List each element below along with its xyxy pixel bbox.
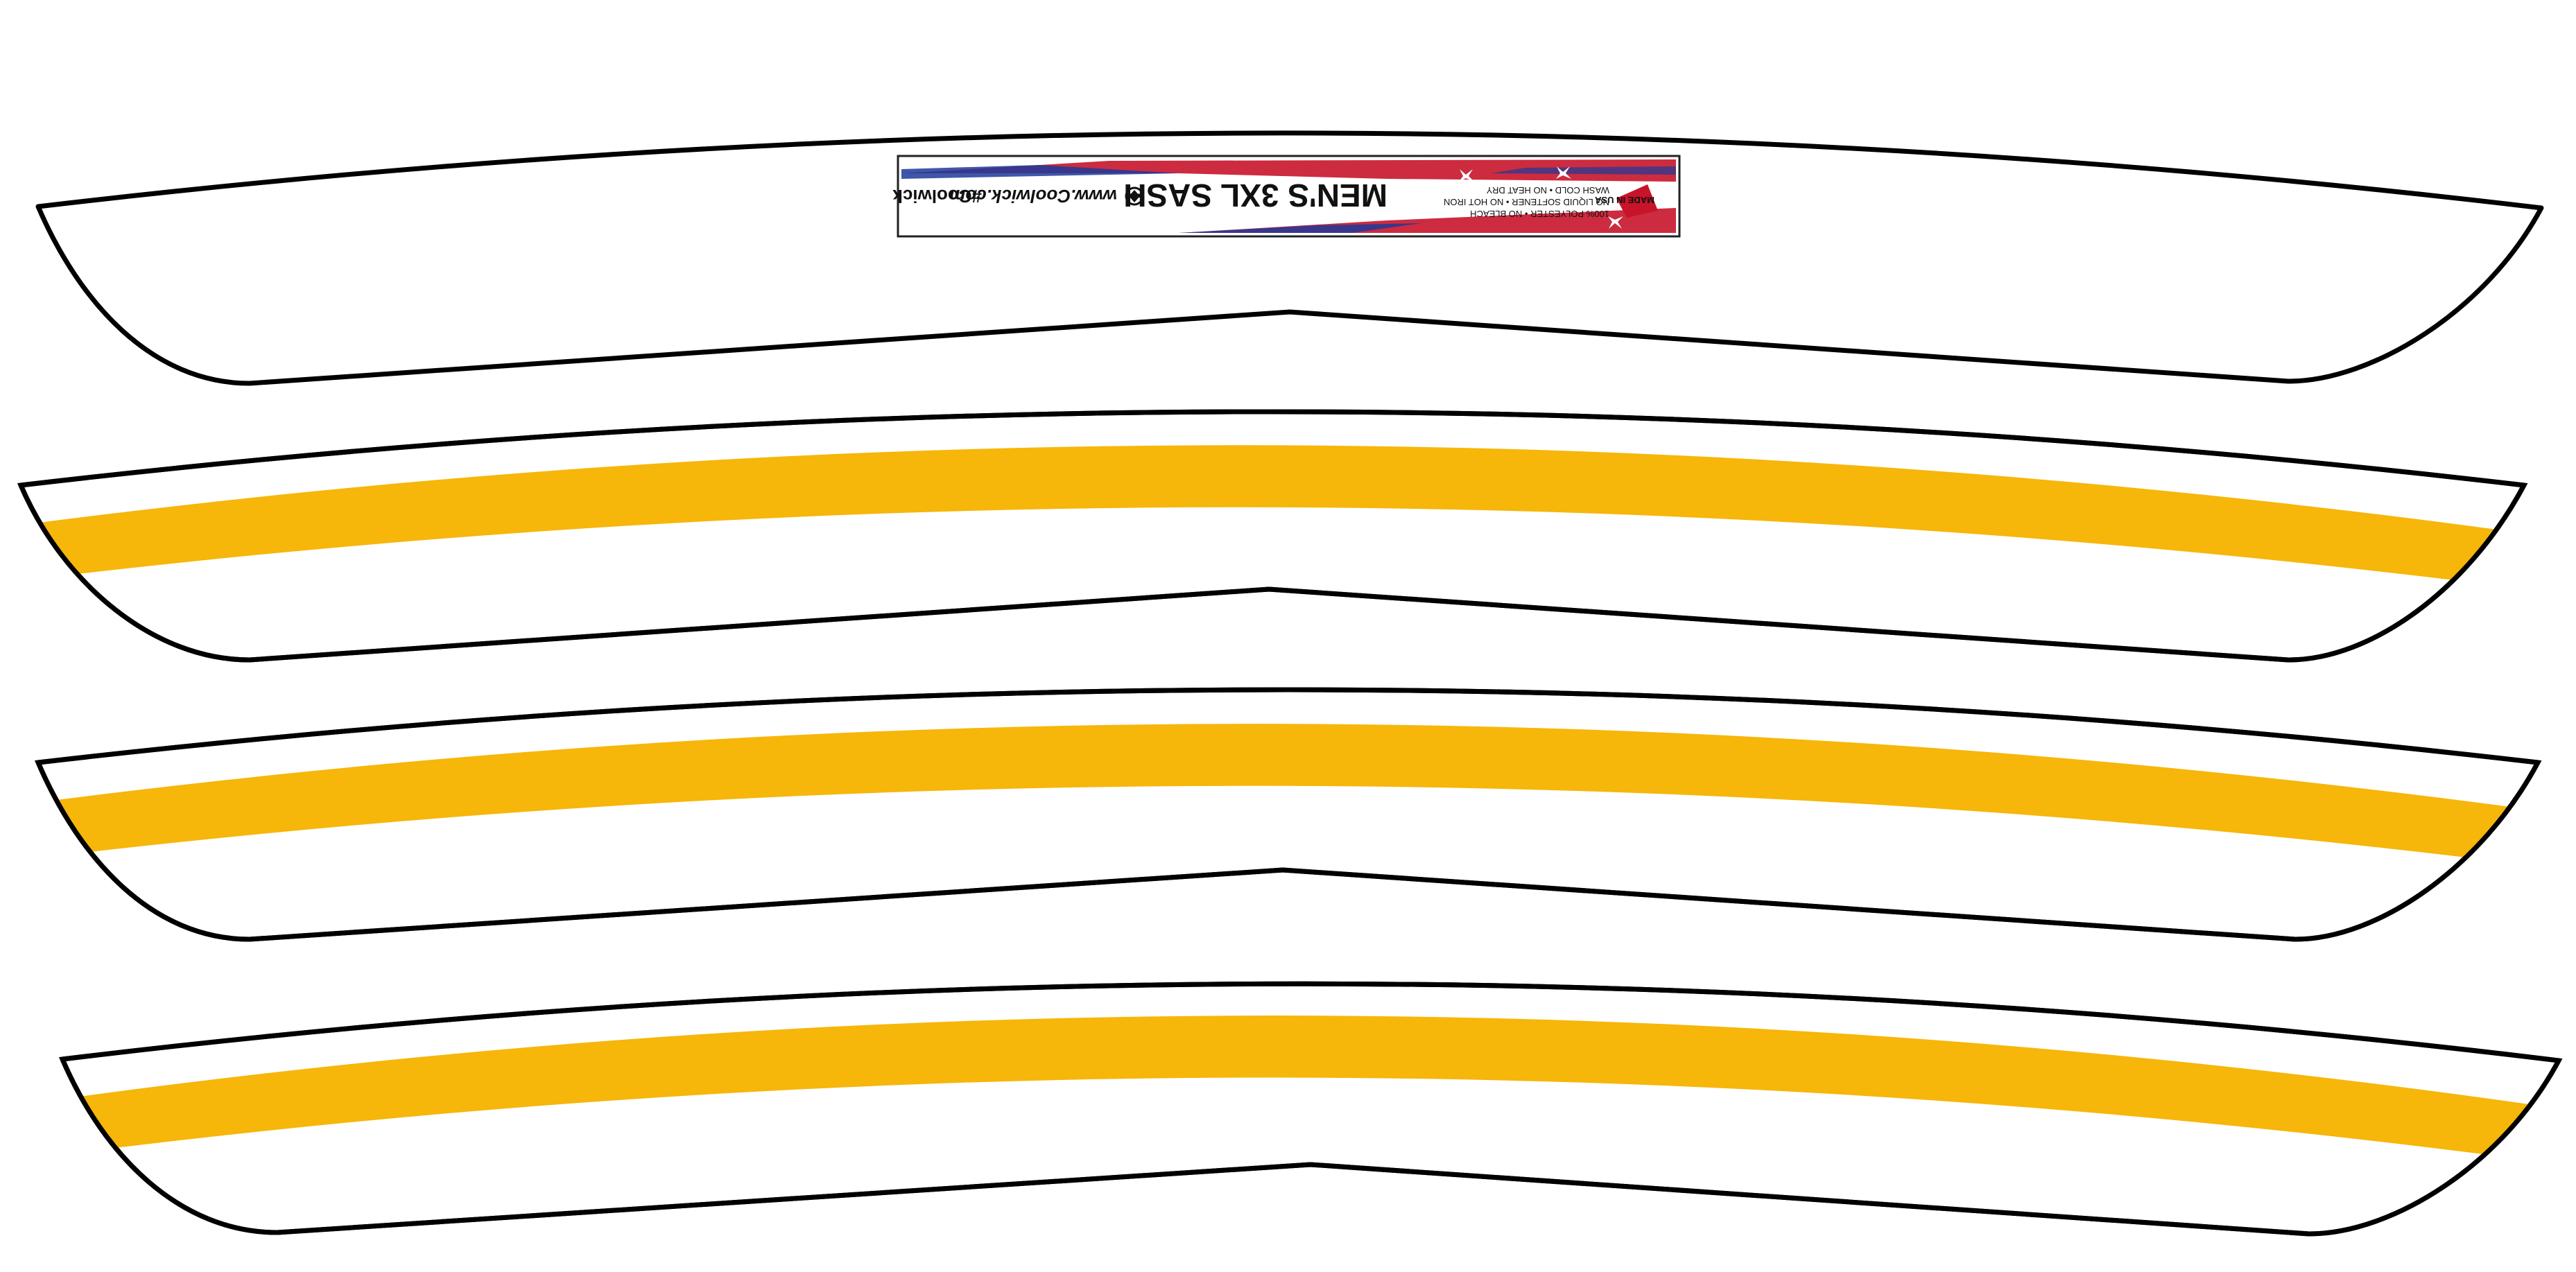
care-line-2: NO LIQUID SOFTENER • NO HOT IRON: [1444, 197, 1609, 207]
label-text-group: MADE IN USA 100% POLYESTER • NO BLEACH N…: [892, 177, 1658, 219]
hashtag-text: #Coolwick: [892, 186, 982, 207]
star-icon: [1556, 166, 1571, 179]
logo-badge: MADE IN USA: [1594, 184, 1658, 218]
sash-panel-2: [17, 409, 2528, 663]
sash-panel-3: [34, 687, 2542, 942]
care-line-3: WASH COLD • NO HEAT DRY: [1486, 185, 1609, 195]
sash-panel-4: [58, 981, 2563, 1237]
sash-panel-1: [35, 130, 2544, 386]
care-label: MADE IN USA 100% POLYESTER • NO BLEACH N…: [892, 155, 1681, 238]
coolwick-logo-icon: [1125, 186, 1144, 206]
website-text: www.Coolwick.com: [949, 186, 1117, 207]
star-icon: [1608, 216, 1623, 229]
panel-outline: [35, 130, 2544, 386]
star-icon: [1459, 169, 1474, 182]
yellow-stripe: [38, 724, 2538, 868]
logo-text: MADE IN USA: [1594, 195, 1654, 205]
care-line-1: 100% POLYESTER • NO BLEACH: [1470, 209, 1609, 219]
label-title: MEN'S 3XL SASH: [1123, 177, 1388, 214]
flag-graphic: [901, 159, 1676, 233]
star-icon: [1282, 214, 1297, 226]
yellow-stripe: [62, 1016, 2559, 1166]
yellow-stripe: [21, 445, 2524, 591]
